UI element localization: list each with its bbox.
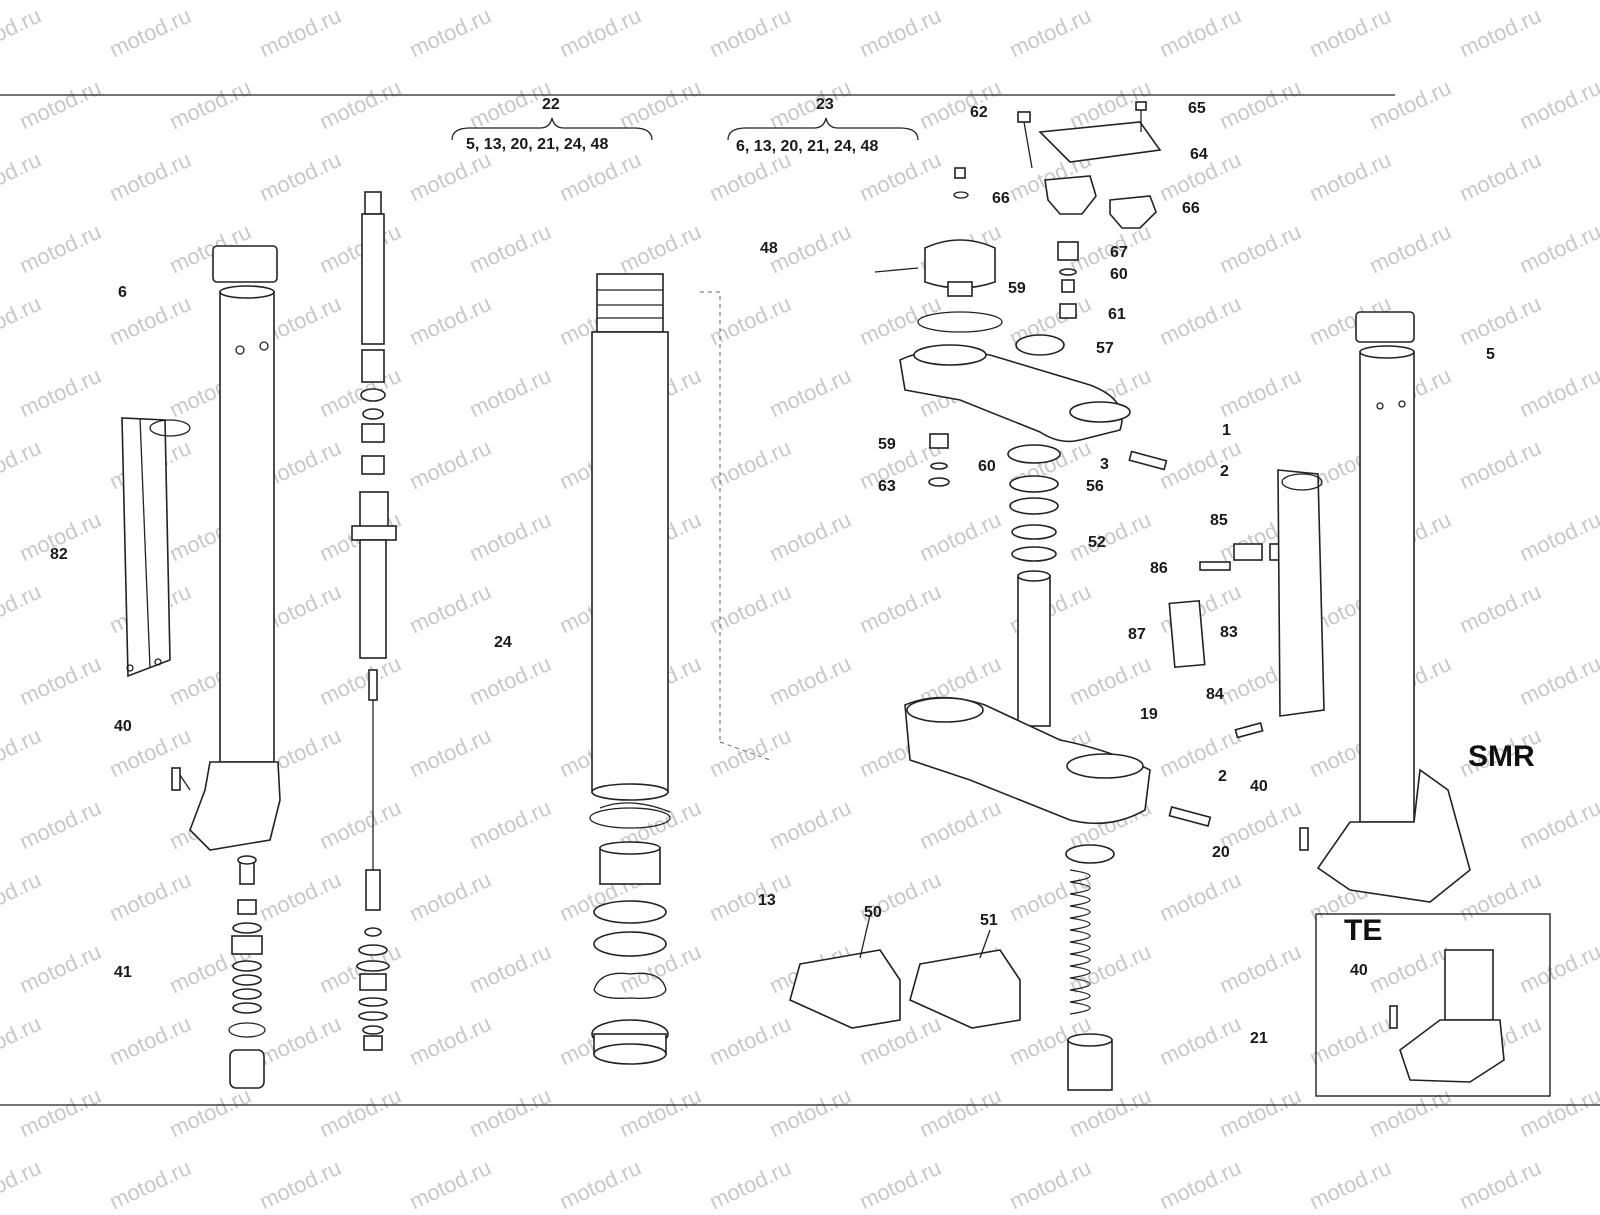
callout-87: 87: [1128, 626, 1146, 643]
brace-22: [451, 117, 653, 141]
callout-6: 6: [118, 284, 127, 301]
callout-61: 61: [1108, 306, 1126, 323]
callout-84: 84: [1206, 686, 1224, 703]
te-inset: [1315, 913, 1551, 1097]
callout-67: 67: [1110, 244, 1128, 261]
fork-guard-right: [1277, 469, 1325, 717]
callout-60b: 60: [978, 458, 996, 475]
base-valve-stack: [228, 855, 266, 1089]
callout-85: 85: [1210, 512, 1228, 529]
callout-83: 83: [1220, 624, 1238, 641]
callout-66b: 66: [1182, 200, 1200, 217]
callout-56: 56: [1086, 478, 1104, 495]
fork-covers: [789, 914, 1021, 1029]
damper-cartridge: [351, 191, 397, 1051]
callout-82: 82: [50, 546, 68, 563]
callout-19: 19: [1140, 706, 1158, 723]
fork-leg-left: [171, 245, 281, 851]
variant-smr-title: SMR: [1468, 740, 1535, 773]
callout-2a: 2: [1220, 463, 1229, 480]
fork-leg-right: [1299, 311, 1471, 903]
fork-guard-left: [121, 417, 191, 678]
callout-2b: 2: [1218, 768, 1227, 785]
steering-assembly: [874, 101, 1212, 1091]
group-22-parts: 5, 13, 20, 21, 24, 48: [466, 136, 609, 153]
callout-50: 50: [864, 904, 882, 921]
group-22-number: 22: [542, 96, 560, 113]
callout-5: 5: [1486, 346, 1495, 363]
callout-59a: 59: [1008, 280, 1026, 297]
callout-59b: 59: [878, 436, 896, 453]
callout-40b: 40: [1250, 778, 1268, 795]
group-23-parts: 6, 13, 20, 21, 24, 48: [736, 138, 879, 155]
callout-21: 21: [1250, 1030, 1268, 1047]
callout-64: 64: [1190, 146, 1208, 163]
callout-40c: 40: [1350, 962, 1368, 979]
callout-41: 41: [114, 964, 132, 981]
callout-24: 24: [494, 634, 512, 651]
brace-23: [727, 117, 919, 141]
callout-1: 1: [1222, 422, 1231, 439]
callout-57: 57: [1096, 340, 1114, 357]
callout-63: 63: [878, 478, 896, 495]
group-23-number: 23: [816, 96, 834, 113]
variant-te-title: TE: [1344, 914, 1383, 947]
outer-tube: [589, 273, 771, 1065]
callout-60a: 60: [1110, 266, 1128, 283]
callout-40a: 40: [114, 718, 132, 735]
callout-65: 65: [1188, 100, 1206, 117]
callout-86: 86: [1150, 560, 1168, 577]
callout-48: 48: [760, 240, 778, 257]
callout-3: 3: [1100, 456, 1109, 473]
callout-20: 20: [1212, 844, 1230, 861]
callout-52: 52: [1088, 534, 1106, 551]
callout-62: 62: [970, 104, 988, 121]
callout-51: 51: [980, 912, 998, 929]
callout-13: 13: [758, 892, 776, 909]
callout-66a: 66: [992, 190, 1010, 207]
